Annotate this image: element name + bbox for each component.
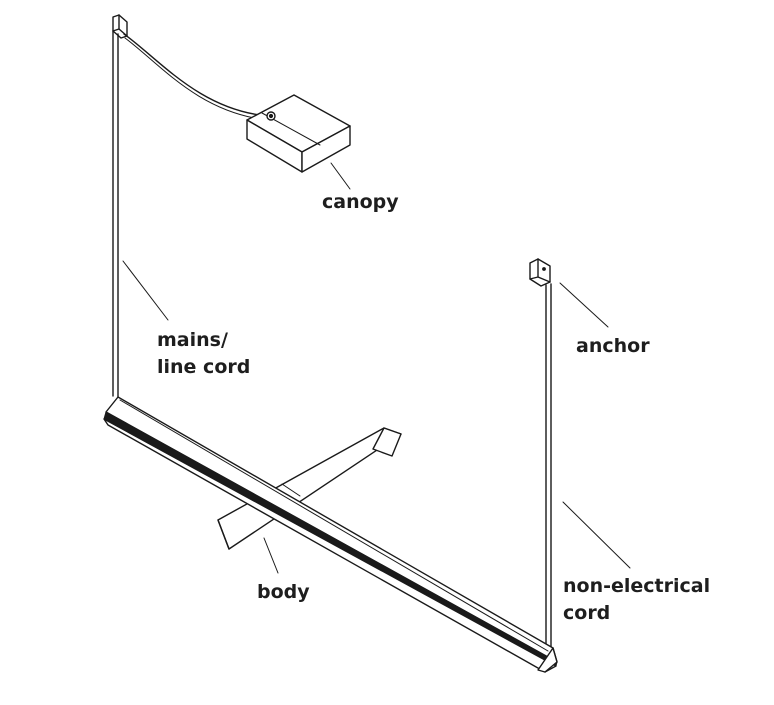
label-non-electrical-cord: non-electrical cord [563, 573, 710, 627]
body-cross-arm [217, 427, 402, 550]
label-mains-line-cord: mains/ line cord [157, 327, 250, 381]
label-non-electrical-line-1: non-electrical [563, 575, 711, 597]
non-electrical-cord [545, 283, 552, 655]
body-main-bar [103, 396, 558, 673]
label-non-electrical-line-2: cord [563, 602, 611, 624]
label-mains-line-2: line cord [157, 356, 251, 378]
right-ceiling-anchor [529, 258, 551, 287]
label-canopy: canopy [322, 191, 399, 213]
canopy-box [246, 94, 351, 173]
canopy-cable [123, 33, 269, 117]
non-electrical-leader [562, 501, 631, 569]
anchor-leader [559, 282, 609, 328]
body-leader [263, 537, 279, 574]
label-body: body [257, 581, 310, 603]
label-mains-line-1: mains/ [157, 329, 228, 351]
label-anchor: anchor [576, 335, 650, 357]
canopy-leader [330, 162, 351, 190]
mains-line-cord [112, 30, 119, 398]
canopy-cable-inner [124, 37, 268, 121]
mains-leader [122, 260, 169, 321]
